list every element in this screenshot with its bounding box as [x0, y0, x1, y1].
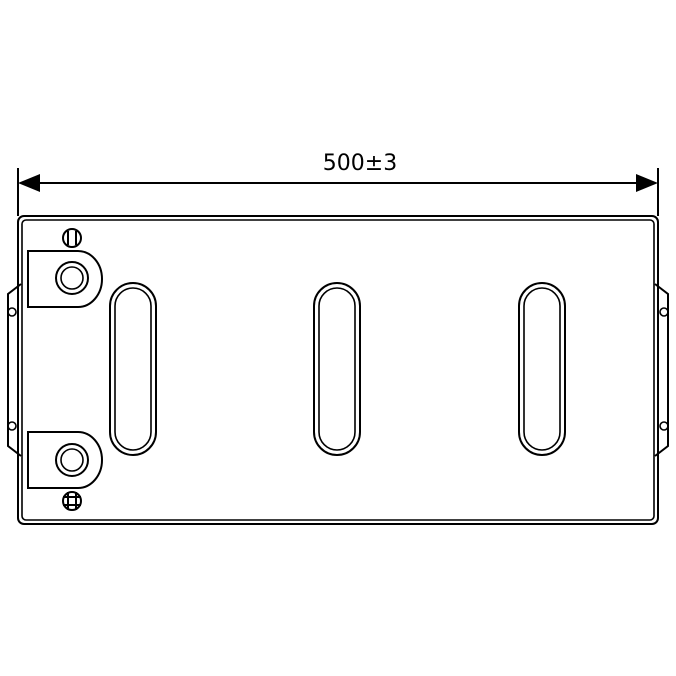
- battery-body-inner-outline: [21, 219, 655, 521]
- handle-slot-right: [518, 282, 566, 456]
- positive-terminal-post-outer: [55, 443, 89, 477]
- handle-slot-center: [313, 282, 361, 456]
- handle-slot-left: [109, 282, 157, 456]
- tab-hole-left-bottom: [7, 421, 17, 431]
- width-dimension: 500±3: [17, 151, 659, 216]
- mounting-tab-left: [7, 283, 22, 457]
- minus-terminal-symbol: [62, 228, 82, 248]
- negative-terminal: [27, 250, 103, 308]
- dimension-arrow-right: [636, 174, 658, 192]
- width-dimension-label: 500±3: [323, 151, 397, 176]
- dimension-arrow-left: [18, 174, 40, 192]
- tab-hole-right-bottom: [659, 421, 669, 431]
- tab-hole-left-top: [7, 307, 17, 317]
- negative-terminal-post-outer: [55, 261, 89, 295]
- battery-body-outline: [17, 215, 659, 525]
- positive-terminal: [27, 431, 103, 489]
- positive-terminal-post-inner: [60, 448, 84, 472]
- tab-hole-right-top: [659, 307, 669, 317]
- mounting-tab-right: [654, 283, 669, 457]
- plus-terminal-symbol: [62, 491, 82, 511]
- negative-terminal-post-inner: [60, 266, 84, 290]
